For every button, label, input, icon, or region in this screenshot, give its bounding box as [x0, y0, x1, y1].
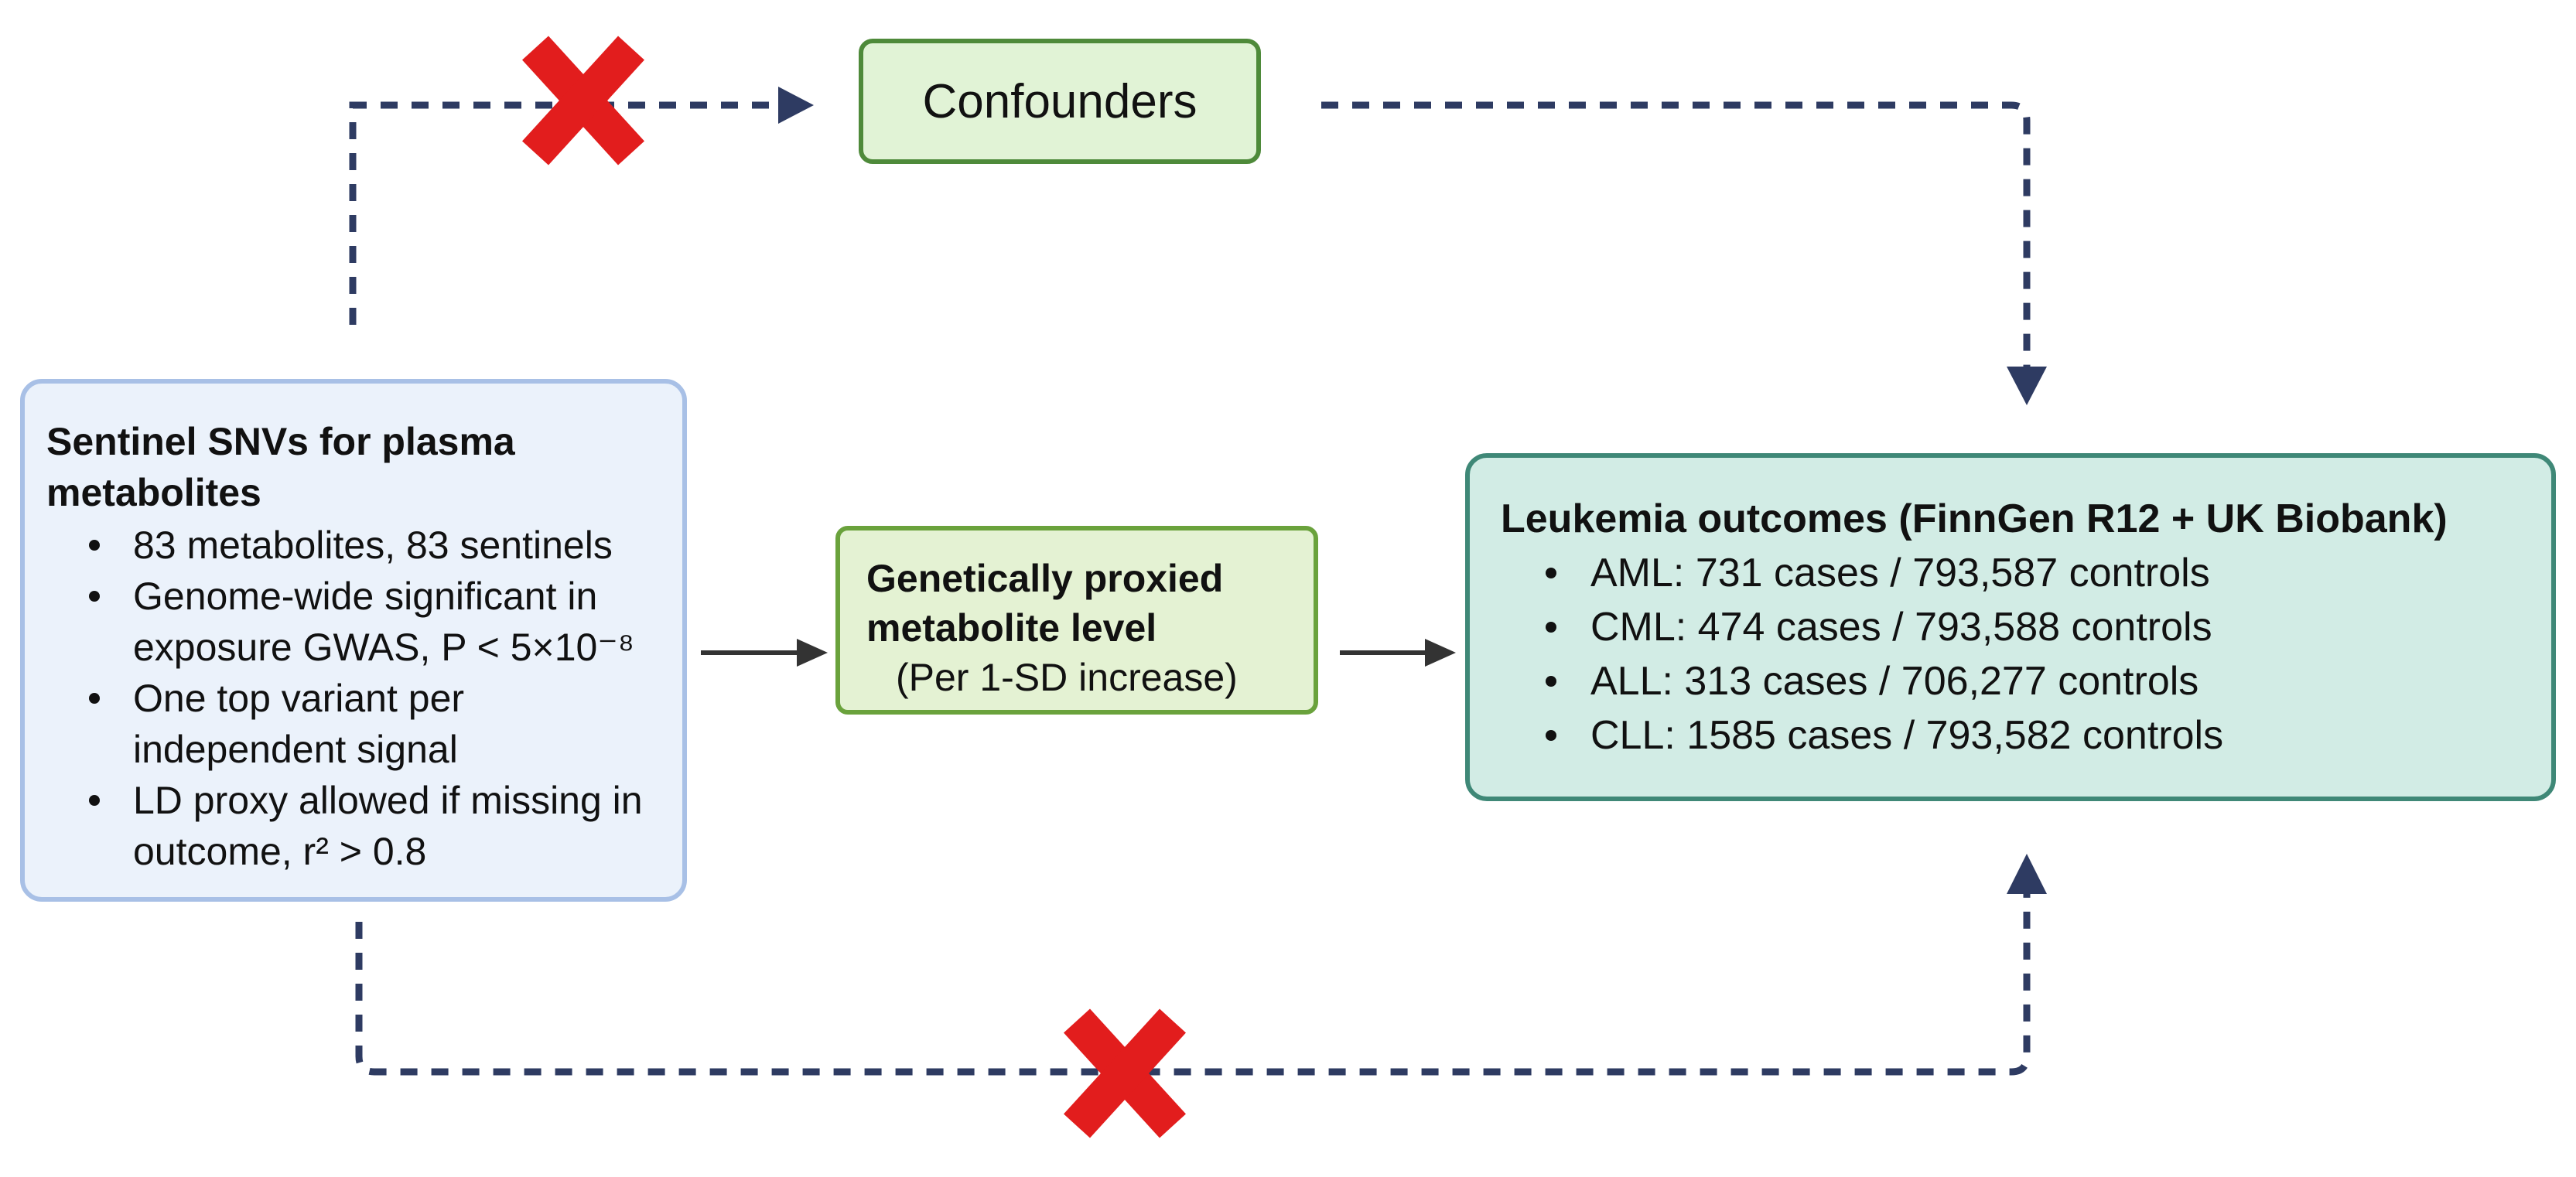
outcome-bullet: AML: 731 cases / 793,587 controls	[1546, 546, 2551, 600]
x-mark-icon	[1064, 1008, 1186, 1138]
exposure-box: Sentinel SNVs for plasma metabolites 83 …	[20, 379, 687, 902]
exposure-bullet: Genome-wide significant in exposure GWAS…	[89, 571, 675, 673]
confounders-label: Confounders	[922, 74, 1197, 128]
metabolite-to-outcome-arrow	[1340, 639, 1456, 667]
outcome-bullet-list: AML: 731 cases / 793,587 controls CML: 4…	[1501, 546, 2551, 762]
confounders-box: Confounders	[859, 39, 1261, 164]
x-mark-icon	[522, 36, 644, 165]
outcome-bullet: CLL: 1585 cases / 793,582 controls	[1546, 708, 2551, 762]
exposure-title: Sentinel SNVs for plasma metabolites	[46, 420, 515, 514]
metabolite-level-box: Genetically proxied metabolite level (Pe…	[835, 526, 1318, 715]
exposure-bullet: 83 metabolites, 83 sentinels	[89, 520, 682, 571]
exposure-bullet-list: 83 metabolites, 83 sentinels Genome-wide…	[46, 520, 682, 877]
snv-to-metabolite-arrow	[701, 639, 828, 667]
snv-to-outcome-direct-arrow	[355, 854, 2047, 1076]
metabolite-level-title: Genetically proxied metabolite level	[866, 557, 1224, 650]
exposure-bullet: LD proxy allowed if missing in outcome, …	[89, 775, 659, 877]
leukemia-outcomes-box: Leukemia outcomes (FinnGen R12 + UK Biob…	[1465, 453, 2556, 801]
outcome-bullet: ALL: 313 cases / 706,277 controls	[1546, 654, 2551, 708]
metabolite-level-subtitle: (Per 1-SD increase)	[896, 656, 1238, 699]
outcome-bullet: CML: 474 cases / 793,588 controls	[1546, 600, 2551, 654]
confounders-to-outcome-arrow	[1321, 101, 2047, 405]
leukemia-outcomes-title: Leukemia outcomes (FinnGen R12 + UK Biob…	[1501, 496, 2448, 541]
exposure-bullet: One top variant per independent signal	[89, 673, 566, 775]
snv-to-confounders-arrow	[349, 87, 814, 325]
